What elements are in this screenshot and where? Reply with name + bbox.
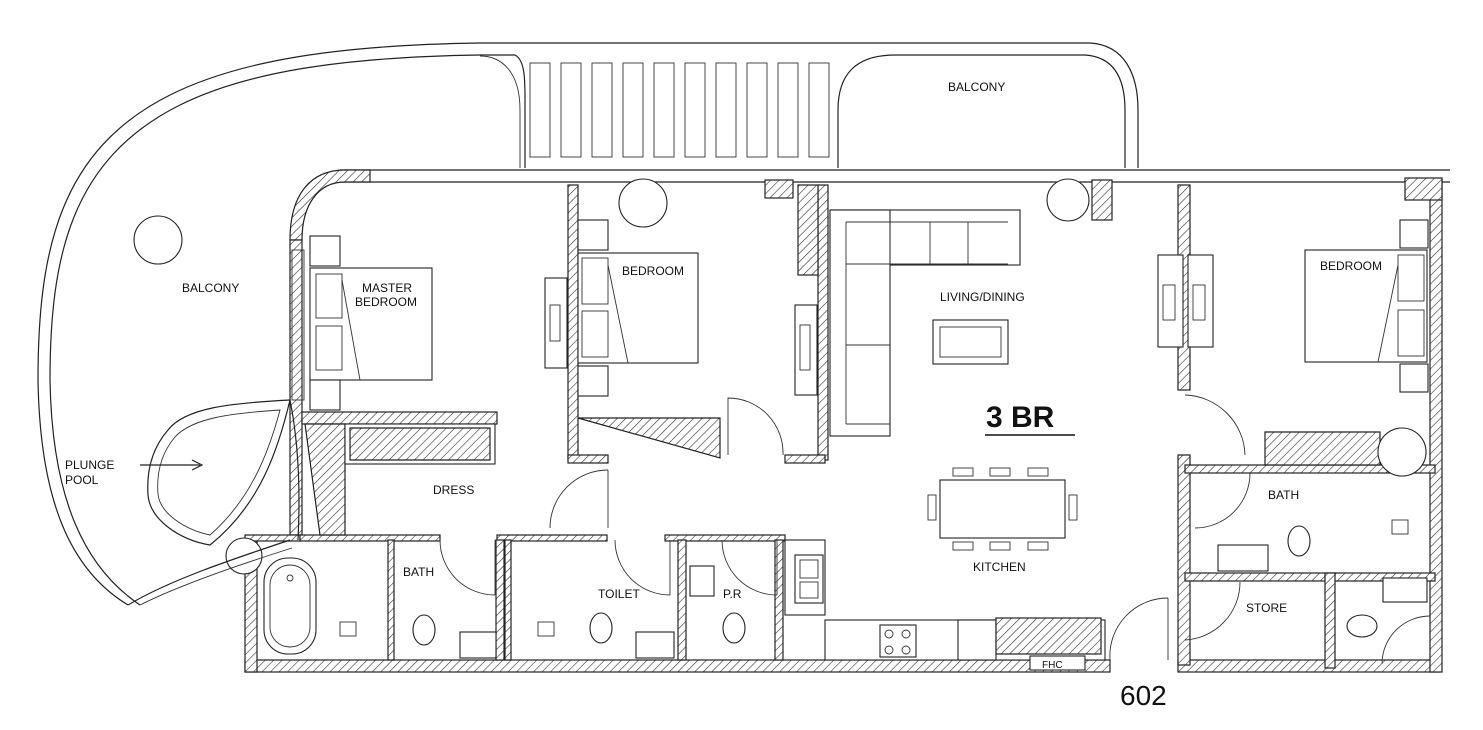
- label-master-bedroom: MASTER BEDROOM: [355, 281, 417, 309]
- label-plunge-pool-line1: PLUNGE: [65, 458, 114, 472]
- label-living-dining: LIVING/DINING: [940, 290, 1025, 304]
- kitchen-fixtures: [794, 554, 1102, 671]
- coffee-table: [932, 319, 1009, 365]
- stair-wedges: [304, 417, 1381, 536]
- label-plunge-pool-line2: POOL: [65, 473, 99, 487]
- label-bath-right: BATH: [1268, 488, 1299, 502]
- louver-slats: [529, 62, 830, 158]
- label-dress: DRESS: [433, 483, 474, 497]
- plunge-pool: [127, 399, 300, 606]
- exterior-walls: [244, 169, 1450, 673]
- bedroom-middle-bed: [544, 219, 699, 397]
- door-swings: [439, 394, 1431, 665]
- label-master-bedroom-line2: BEDROOM: [355, 295, 417, 309]
- unit-number: 602: [1120, 680, 1167, 711]
- label-store: STORE: [1246, 601, 1287, 615]
- label-bedroom-right: BEDROOM: [1320, 259, 1382, 273]
- label-balcony-left: BALCONY: [182, 281, 239, 295]
- plan-title: 3 BR: [986, 401, 1055, 434]
- label-plunge-pool: PLUNGE POOL: [65, 458, 118, 487]
- label-fire-hose: FHC: [1042, 660, 1063, 671]
- label-toilet: TOILET: [598, 587, 640, 601]
- label-kitchen: KITCHEN: [973, 560, 1026, 574]
- balcony-outline: [37, 42, 1139, 606]
- dining-table: [927, 467, 1078, 551]
- bedroom-right-bed: [1157, 219, 1429, 393]
- bathtub: [263, 557, 317, 655]
- label-master-bedroom-line1: MASTER: [362, 281, 412, 295]
- sofa: [829, 209, 1021, 437]
- label-powder-room: P.R: [723, 587, 742, 601]
- tv-unit: [794, 304, 818, 396]
- label-bath-left: BATH: [403, 565, 434, 579]
- label-bedroom-middle: BEDROOM: [622, 264, 684, 278]
- master-bed: [291, 235, 433, 411]
- plants: [133, 178, 1427, 575]
- label-balcony-top: BALCONY: [948, 80, 1005, 94]
- bath-left-fixtures: [339, 519, 1428, 659]
